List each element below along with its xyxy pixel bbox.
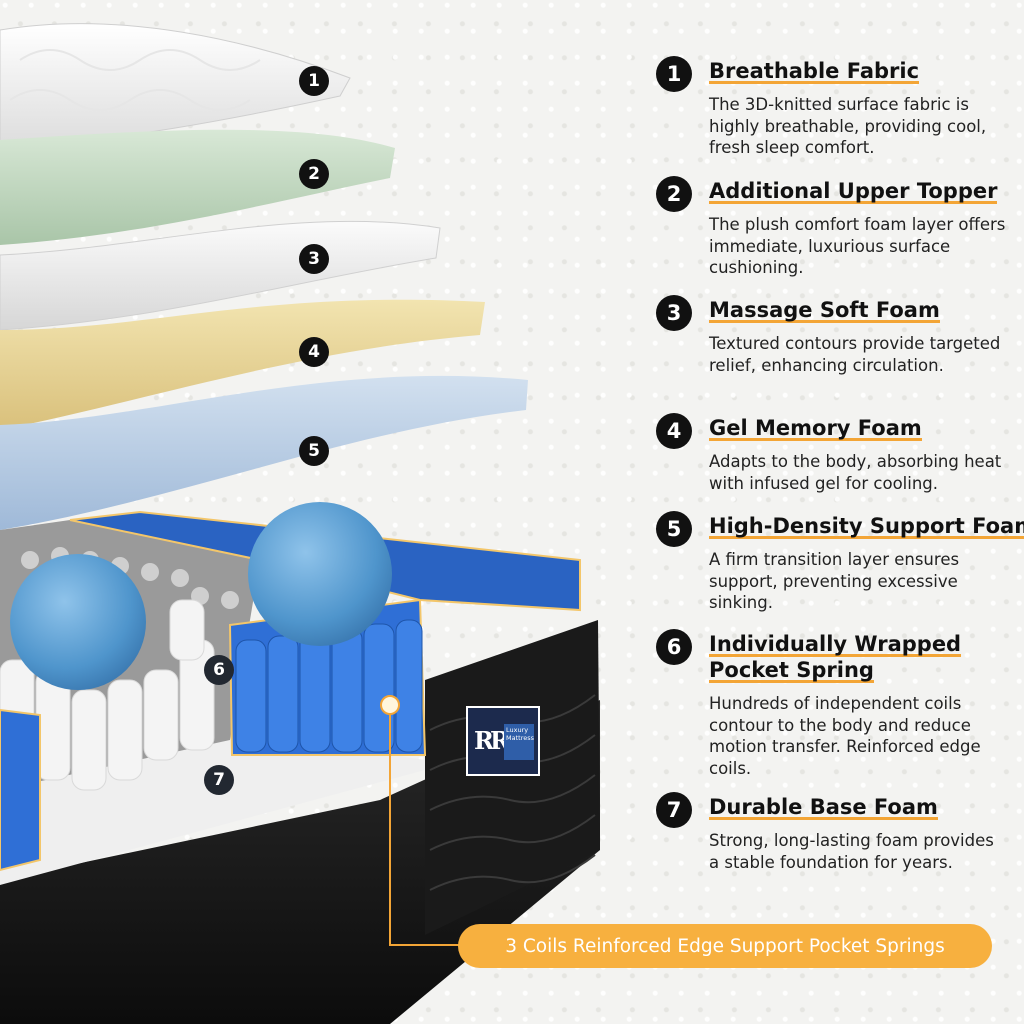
layer-soft-foam <box>0 220 441 331</box>
brand-name: Luxury Mattress <box>504 724 534 760</box>
brand-letters: RR <box>474 726 510 755</box>
layer-badge-6: 6 <box>204 655 234 685</box>
feature-title: Additional Upper Topper <box>709 179 998 203</box>
layer-gel-foam <box>0 299 485 430</box>
callout-line <box>389 705 460 946</box>
brand-logo: RR Luxury Mattress <box>466 706 540 776</box>
blue-spring-columns <box>235 619 423 753</box>
feature-title: Durable Base Foam <box>709 795 938 819</box>
blue-spring-left <box>0 708 41 872</box>
number-badge: 7 <box>656 792 692 828</box>
number-badge: 4 <box>656 413 692 449</box>
feature-desc: A firm transition layer ensures support,… <box>709 550 960 612</box>
number-badge: 1 <box>656 56 692 92</box>
ball-right <box>248 502 392 646</box>
feature-desc: Adapts to the body, absorbing heat with … <box>709 452 1002 493</box>
brand-name-line2: Mattress <box>506 734 534 742</box>
ball-left <box>10 554 146 690</box>
number-badge: 6 <box>656 629 692 665</box>
number-badge: 3 <box>656 295 692 331</box>
side-panel <box>425 620 600 935</box>
feature-desc: The plush comfort foam layer offers imme… <box>709 215 1006 277</box>
layer-badge-5: 5 <box>299 436 329 466</box>
number-badge: 5 <box>656 511 692 547</box>
layer-badge-7: 7 <box>204 765 234 795</box>
number-badge: 2 <box>656 176 692 212</box>
callout-dot <box>380 695 400 715</box>
mattress-illustration <box>0 23 600 1024</box>
feature-title: High-Density Support Foam <box>709 513 1024 539</box>
feature-title: Breathable Fabric <box>709 59 920 83</box>
layer-badge-1: 1 <box>299 66 329 96</box>
layer-topper <box>0 129 395 245</box>
feature-title: Gel Memory Foam <box>709 416 922 440</box>
layer-badge-2: 2 <box>299 159 329 189</box>
brand-name-line1: Luxury <box>506 726 529 734</box>
fabric-quilting <box>9 49 261 111</box>
feature-title-line1: Individually Wrapped <box>709 632 962 656</box>
layer-badge-3: 3 <box>299 244 329 274</box>
feature-desc: Textured contours provide targeted relie… <box>709 334 1001 375</box>
feature-title: Massage Soft Foam <box>709 298 940 322</box>
feature-title-line2: Pocket Spring <box>709 658 874 682</box>
feature-desc: Hundreds of independent coils contour to… <box>709 694 981 778</box>
layer-badge-4: 4 <box>299 337 329 367</box>
edge-support-callout: 3 Coils Reinforced Edge Support Pocket S… <box>458 924 992 968</box>
layer-support-foam <box>0 375 528 530</box>
feature-desc: The 3D-knitted surface fabric is highly … <box>709 95 987 157</box>
feature-desc: Strong, long-lasting foam provides a sta… <box>709 831 994 872</box>
